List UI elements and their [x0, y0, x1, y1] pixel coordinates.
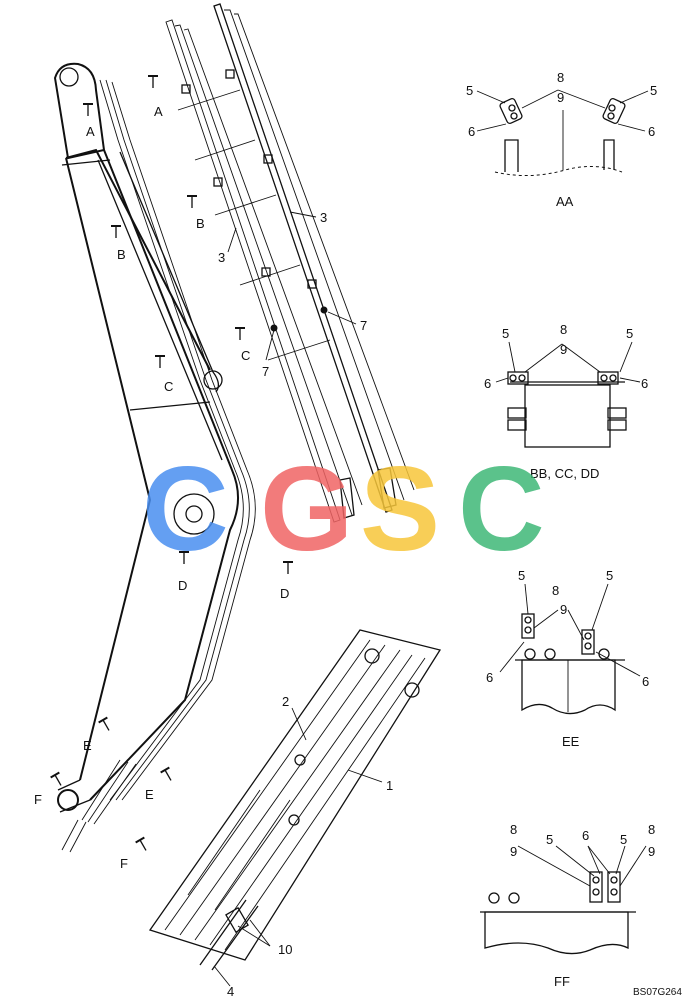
ee-title: EE: [562, 734, 580, 749]
bb-label-6: 6: [641, 376, 648, 391]
section-marker-d: D: [178, 578, 187, 593]
ff-label-9: 9: [510, 844, 517, 859]
watermark-letter-s: S: [360, 442, 440, 576]
ff-label-5: 5: [620, 832, 627, 847]
section-marker-a: A: [154, 104, 163, 119]
section-markers: A A B B C C D D E E F F: [34, 75, 293, 871]
detail-view: [148, 629, 442, 971]
bb-label-6: 6: [484, 376, 491, 391]
ff-label-9: 9: [648, 844, 655, 859]
section-marker-d: D: [280, 586, 289, 601]
ee-label-6: 6: [642, 674, 649, 689]
aa-label-6: 6: [648, 124, 655, 139]
section-marker-f: F: [120, 856, 128, 871]
view-aa: 5 8 9 5 6 6 AA: [466, 70, 657, 209]
section-marker-a: A: [86, 124, 95, 139]
callout-1: 1: [386, 778, 393, 793]
watermark-letter-g: G: [260, 442, 353, 576]
watermark: C G S C: [142, 442, 545, 576]
ee-label-5: 5: [606, 568, 613, 583]
bb-label-5: 5: [502, 326, 509, 341]
ff-label-6: 6: [582, 828, 589, 843]
section-marker-c: C: [241, 348, 250, 363]
ee-label-5: 5: [518, 568, 525, 583]
aa-label-8: 8: [557, 70, 564, 85]
ff-label-5: 5: [546, 832, 553, 847]
aa-label-9: 9: [557, 90, 564, 105]
callout-7: 7: [360, 318, 367, 333]
boom-outline: [53, 62, 256, 853]
ff-label-8: 8: [510, 822, 517, 837]
callout-7: 7: [262, 364, 269, 379]
aa-label-6: 6: [468, 124, 475, 139]
section-marker-e: E: [145, 787, 154, 802]
bb-title: BB, CC, DD: [530, 466, 599, 481]
ee-label-9: 9: [560, 602, 567, 617]
bb-label-8: 8: [560, 322, 567, 337]
section-marker-c: C: [164, 379, 173, 394]
callout-2: 2: [282, 694, 289, 709]
drawing-code: BS07G264: [633, 987, 682, 998]
view-ff: 8 9 5 6 5 8 9 FF: [480, 822, 655, 989]
bb-label-9: 9: [560, 342, 567, 357]
callout-3: 3: [320, 210, 327, 225]
callout-4: 4: [227, 984, 234, 999]
aa-label-5: 5: [650, 83, 657, 98]
bb-label-5: 5: [626, 326, 633, 341]
hose-assembly: [165, 3, 415, 523]
section-marker-b: B: [196, 216, 205, 231]
view-ee: 5 8 9 5 6 6 EE: [486, 568, 649, 749]
section-marker-b: B: [117, 247, 126, 262]
ff-title: FF: [554, 974, 570, 989]
callout-10: 10: [278, 942, 292, 957]
ee-label-8: 8: [552, 583, 559, 598]
callout-leaders: [213, 211, 383, 987]
ff-label-8: 8: [648, 822, 655, 837]
watermark-letter-c: C: [142, 442, 229, 576]
callout-3: 3: [218, 250, 225, 265]
aa-title: AA: [556, 194, 574, 209]
view-bb-cc-dd: 5 8 9 5 6 6 BB, CC, DD: [484, 322, 648, 481]
section-marker-f: F: [34, 792, 42, 807]
aa-label-5: 5: [466, 83, 473, 98]
ee-label-6: 6: [486, 670, 493, 685]
watermark-letter-c: C: [458, 442, 545, 576]
section-marker-e: E: [83, 738, 92, 753]
